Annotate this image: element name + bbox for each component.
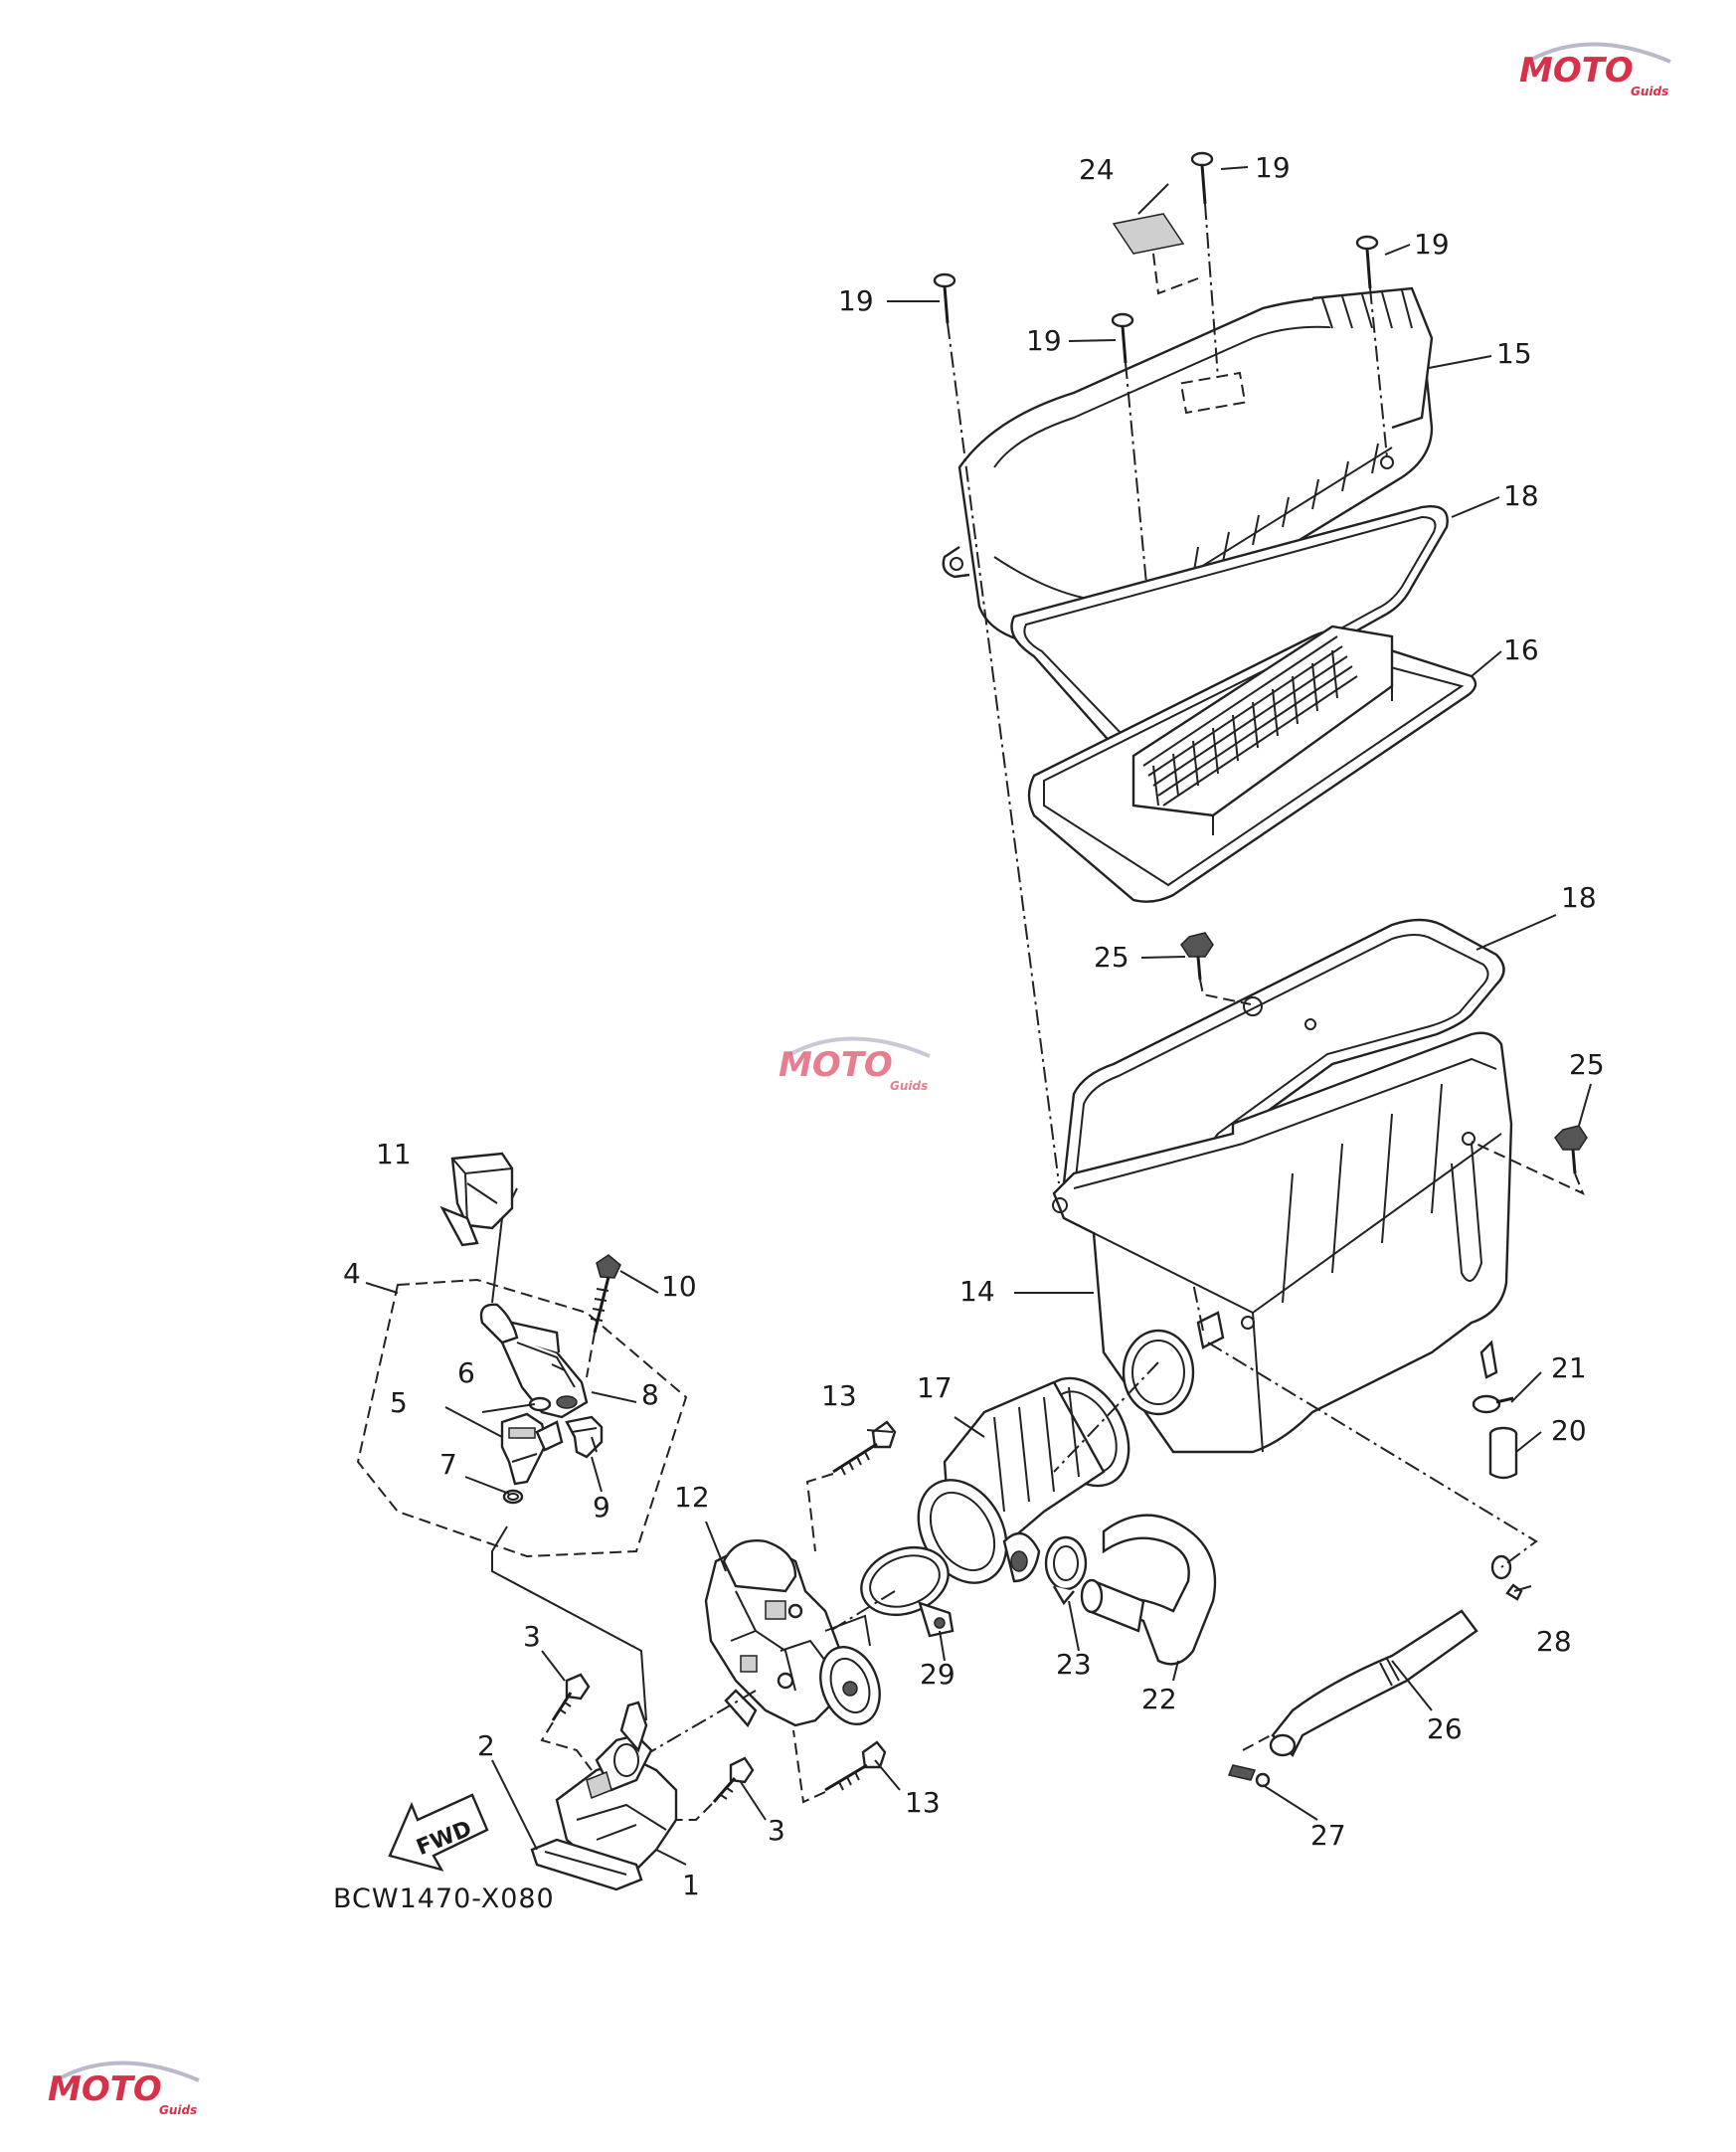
label-22: 22 xyxy=(1141,1683,1177,1715)
watermark-logo-center: MOTO Guids xyxy=(779,1036,931,1093)
hose-clip-28 xyxy=(1490,1554,1523,1601)
manifold-gasket xyxy=(530,1838,643,1891)
forward-direction-arrow: FWD xyxy=(388,1793,489,1872)
air-filter-joint xyxy=(917,1376,1130,1584)
callout-leaders xyxy=(365,166,1592,1866)
label-23: 23 xyxy=(1056,1648,1092,1681)
label-13-top: 13 xyxy=(821,1379,857,1412)
label-25-right: 25 xyxy=(1569,1048,1605,1081)
label-19-top: 19 xyxy=(1255,151,1291,184)
throttle-body xyxy=(704,1539,881,1728)
screw-19-right xyxy=(1355,235,1388,458)
label-16: 16 xyxy=(1503,633,1539,666)
label-3-right: 3 xyxy=(768,1814,785,1847)
bolt-3-right xyxy=(676,1756,755,1821)
label-19-left: 19 xyxy=(838,284,874,317)
injector-joint xyxy=(565,1415,604,1459)
label-15: 15 xyxy=(1496,337,1532,370)
screw-19-mid xyxy=(1111,312,1152,637)
gasket-upper xyxy=(1010,505,1449,749)
label-24: 24 xyxy=(1079,153,1115,186)
label-17: 17 xyxy=(917,1371,953,1404)
svg-text:MOTO: MOTO xyxy=(1519,51,1634,90)
diagram-code: BCW1470-X080 xyxy=(333,1883,555,1914)
label-6: 6 xyxy=(457,1356,475,1389)
intake-manifold xyxy=(555,1701,678,1872)
screw-19-left xyxy=(933,272,1060,1184)
label-27: 27 xyxy=(1310,1819,1346,1852)
label-3-left: 3 xyxy=(523,1620,541,1653)
label-4: 4 xyxy=(343,1257,361,1290)
label-9: 9 xyxy=(593,1491,610,1524)
svg-text:Guids: Guids xyxy=(890,1079,928,1093)
label-2: 2 xyxy=(477,1729,495,1762)
caution-label-sticker xyxy=(1112,213,1199,295)
label-20: 20 xyxy=(1551,1414,1587,1447)
label-14: 14 xyxy=(959,1275,995,1308)
svg-text:MOTO: MOTO xyxy=(779,1045,893,1085)
bolt-25-right xyxy=(1471,1125,1588,1195)
label-18-upper: 18 xyxy=(1503,479,1539,512)
label-25-left: 25 xyxy=(1094,941,1129,974)
label-28: 28 xyxy=(1536,1625,1572,1658)
watermark-logo-top: MOTO Guids xyxy=(1519,42,1671,98)
label-5: 5 xyxy=(390,1386,408,1419)
label-19-mid: 19 xyxy=(1026,324,1062,357)
svg-text:Guids: Guids xyxy=(1631,85,1668,98)
label-18-lower: 18 xyxy=(1561,881,1597,914)
hose-clamp-23 xyxy=(1044,1535,1088,1606)
air-filter-element xyxy=(1027,625,1477,903)
screw-19-top xyxy=(1190,151,1219,379)
label-29: 29 xyxy=(920,1658,955,1691)
label-26: 26 xyxy=(1427,1712,1463,1745)
fuel-injector xyxy=(500,1412,564,1486)
bolt-10 xyxy=(586,1254,621,1378)
injector-cover xyxy=(439,1152,514,1247)
clip-21 xyxy=(1472,1394,1514,1414)
bolt-25-left xyxy=(1180,932,1252,1005)
bolt-13-top xyxy=(805,1420,897,1552)
bolt-3-left xyxy=(540,1673,593,1771)
air-filter-case xyxy=(1052,1031,1513,1454)
label-8: 8 xyxy=(641,1378,659,1411)
part-number-labels: 1 2 3 3 4 5 6 7 8 9 10 11 12 13 13 14 15… xyxy=(343,151,1605,1901)
assembly-leader-lines xyxy=(491,1525,647,1721)
assembly-centerlines xyxy=(635,1282,1538,1761)
label-13-bottom: 13 xyxy=(905,1786,941,1819)
fuel-injector-assembly-box xyxy=(356,1278,688,1558)
label-1: 1 xyxy=(682,1869,700,1901)
label-21: 21 xyxy=(1551,1351,1587,1384)
injector-holder xyxy=(500,1321,589,1419)
watermark-logo-bottom: MOTO Guids xyxy=(48,2061,200,2117)
hose-clip-27 xyxy=(1227,1734,1272,1788)
drain-hose xyxy=(1269,1609,1478,1758)
label-7: 7 xyxy=(439,1448,457,1481)
label-12: 12 xyxy=(674,1481,710,1514)
bolt-13-bottom xyxy=(792,1729,887,1804)
label-10: 10 xyxy=(661,1270,697,1303)
drain-plug xyxy=(1488,1426,1518,1480)
svg-text:MOTO: MOTO xyxy=(48,2069,162,2109)
label-11: 11 xyxy=(376,1138,412,1170)
svg-text:Guids: Guids xyxy=(159,2103,197,2117)
air-filter-case-cap xyxy=(942,286,1434,648)
label-19-right: 19 xyxy=(1414,228,1450,261)
breather-pipe xyxy=(1080,1514,1217,1666)
